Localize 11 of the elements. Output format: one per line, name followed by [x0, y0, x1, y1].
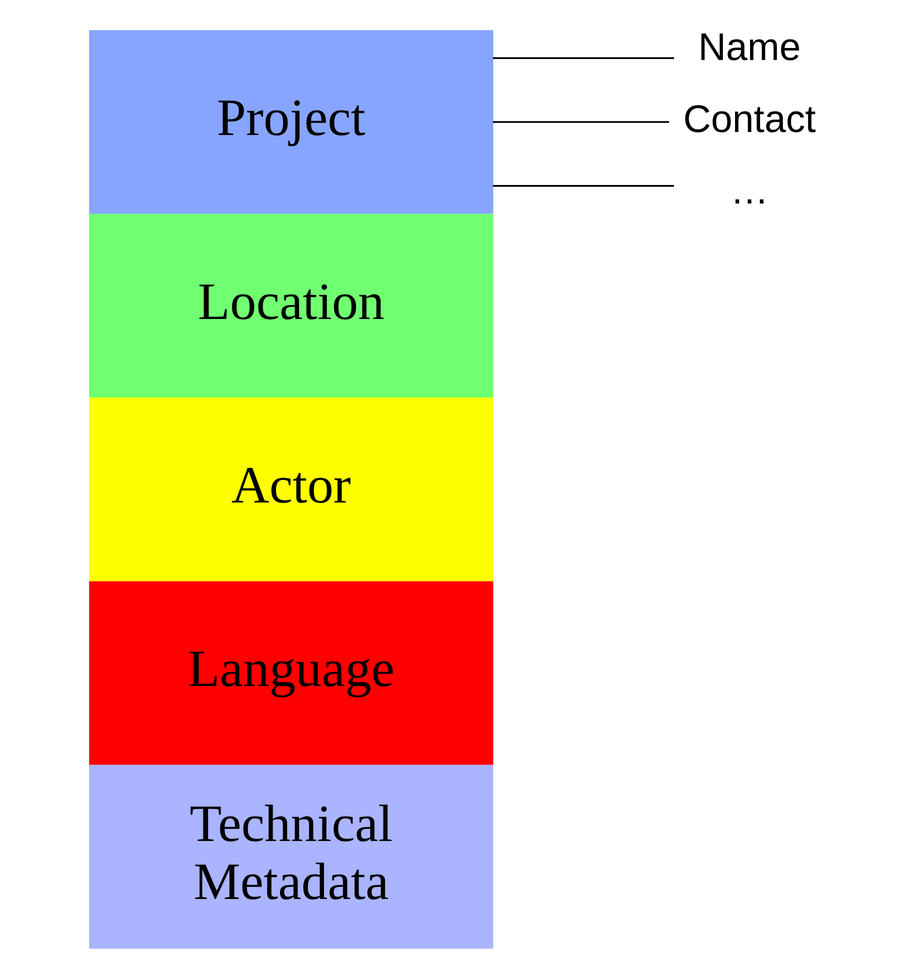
- node-text: …: [730, 170, 768, 213]
- node-text: Contact: [682, 98, 816, 141]
- node-text: Name: [698, 26, 800, 70]
- connector: [492, 57, 674, 60]
- node-box: Project: [88, 30, 493, 214]
- node-box: Actor: [88, 398, 493, 582]
- node-box: Location: [88, 214, 493, 398]
- node-box: Language: [88, 581, 493, 765]
- node-box: Technical Metadata: [88, 764, 493, 949]
- connector: [492, 121, 669, 123]
- connector: [492, 184, 674, 187]
